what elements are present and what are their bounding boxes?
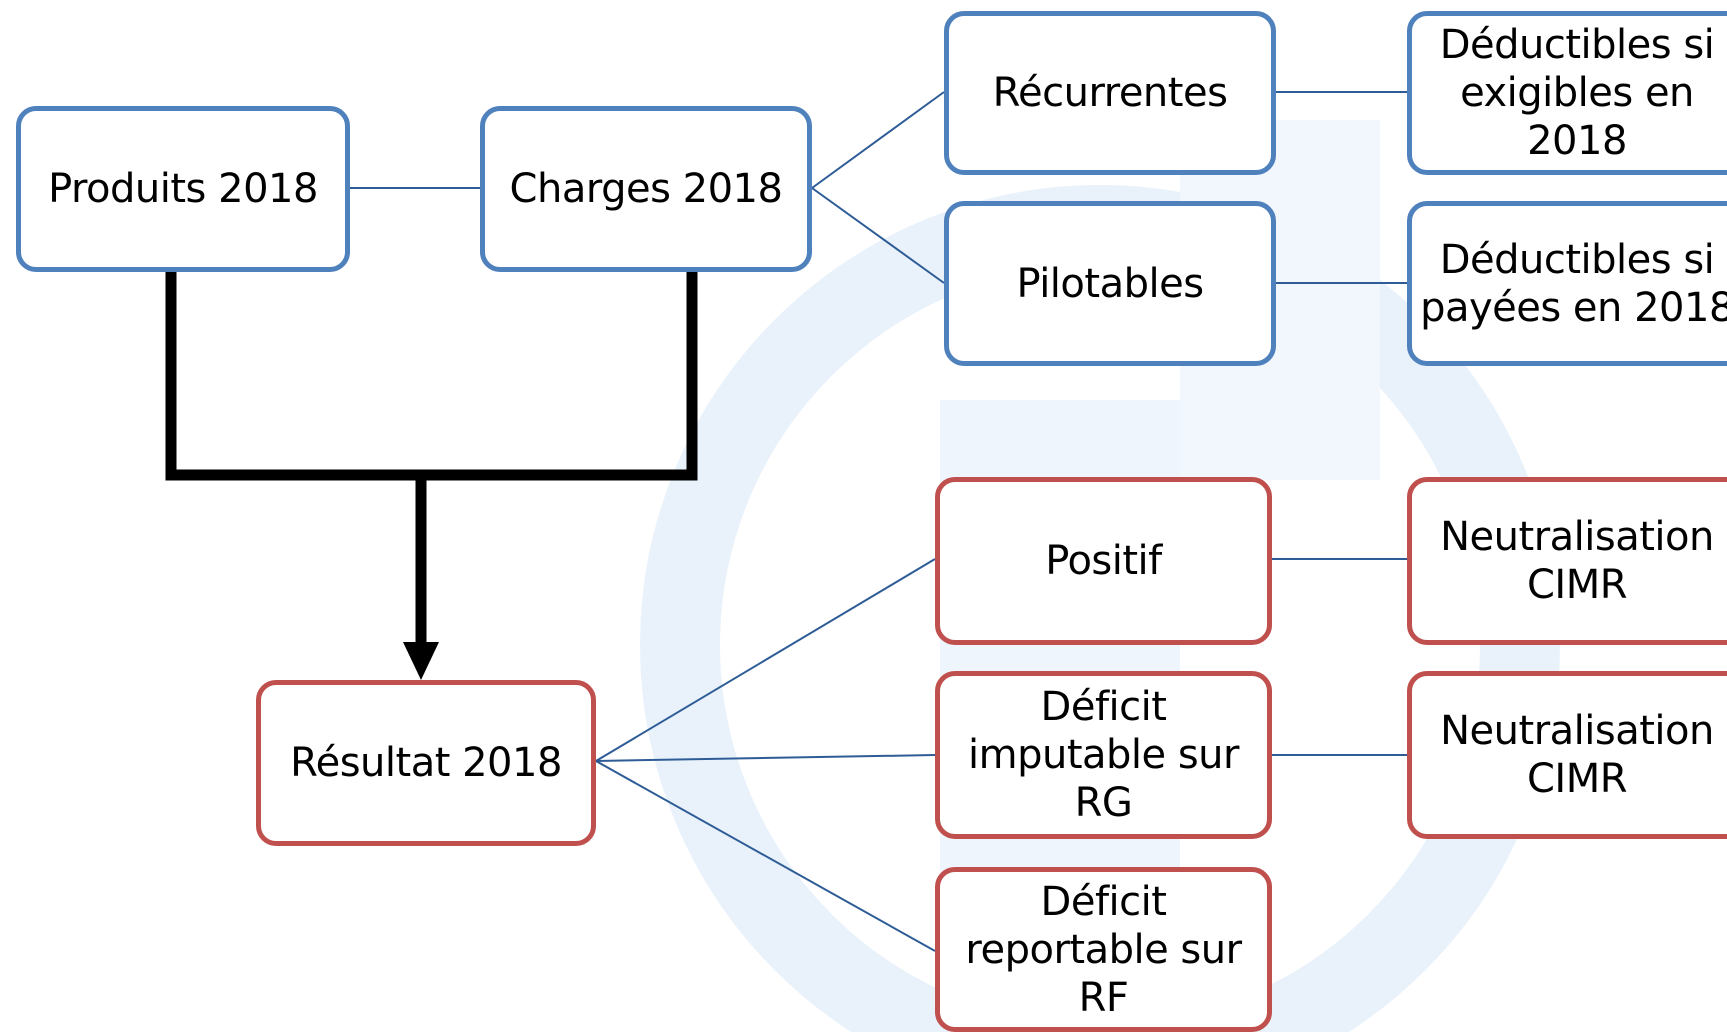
node-deficit-reportable-rf: Déficit reportable sur RF [935,867,1272,1032]
node-deficit-imputable-rg: Déficit imputable sur RG [935,671,1272,839]
node-label: Neutralisation CIMR [1440,708,1714,802]
node-label: Pilotables [1016,260,1204,307]
connector-charges-recurrentes [811,91,945,189]
connector-resultat-positif [595,558,936,762]
node-recurrentes: Récurrentes [944,11,1276,175]
arrowhead [403,642,439,680]
node-label: Charges 2018 [509,166,783,212]
connector-resultat-deficit-rg [595,754,936,762]
connector-charges-pilotables [811,187,945,284]
connector-resultat-deficit-rf [595,760,936,952]
node-label: Résultat 2018 [290,740,562,786]
node-label: Déficit imputable sur RG [968,684,1239,826]
node-positif: Positif [935,477,1272,645]
node-neutralisation-cimr-2: Neutralisation CIMR [1407,671,1727,839]
node-pilotables: Pilotables [944,201,1276,366]
node-label: Déductibles si payées en 2018 [1420,236,1727,331]
connector-merge-to-resultat [165,270,698,481]
node-charges-2018: Charges 2018 [480,106,812,272]
node-deductibles-exigibles: Déductibles si exigibles en 2018 [1407,11,1727,175]
node-deductibles-payees: Déductibles si payées en 2018 [1407,201,1727,366]
node-label: Déductibles si exigibles en 2018 [1439,22,1715,164]
node-label: Positif [1045,538,1162,584]
node-resultat-2018: Résultat 2018 [256,680,596,846]
node-label: Neutralisation CIMR [1440,514,1714,608]
node-label: Déficit reportable sur RF [965,878,1242,1021]
node-neutralisation-cimr-1: Neutralisation CIMR [1407,477,1727,645]
node-label: Récurrentes [992,70,1228,116]
node-label: Produits 2018 [48,166,318,212]
node-produits-2018: Produits 2018 [16,106,350,272]
